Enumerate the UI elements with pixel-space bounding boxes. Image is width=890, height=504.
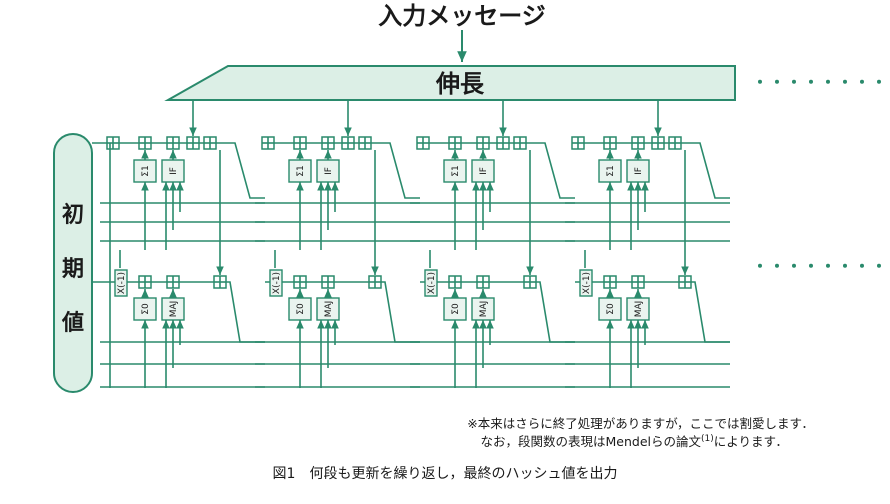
note-line-2: なお，段関数の表現はMendelらの論文(1)によります． (480, 434, 788, 449)
sigma0-box-label: Σ0 (451, 303, 461, 315)
input-message-label: 入力メッセージ (378, 2, 546, 30)
if-box-label: IF (169, 167, 179, 175)
round-2: Σ1 IF Σ0 MAJ X(-1) (255, 100, 420, 388)
sigma1-box-label: Σ1 (451, 165, 461, 176)
round-shift-bottom (375, 281, 420, 343)
x-neg1-box-label: X(-1) (117, 272, 127, 294)
sigma1-box-label: Σ1 (141, 165, 151, 176)
initial-value-connectors (92, 142, 110, 283)
continuation-dots-top: ・・・・・・・・・ (752, 73, 890, 92)
figure-caption: 図1 何段も更新を繰り返し，最終のハッシュ値を出力 (273, 466, 618, 482)
maj-box-label: MAJ (169, 301, 179, 318)
round-shift-top (220, 142, 265, 199)
initial-value-char-1: 初 (62, 202, 84, 228)
round-shift-bottom (530, 281, 575, 343)
round-shift-top (685, 142, 730, 199)
initial-value-char-3: 値 (61, 311, 84, 336)
maj-box-label: MAJ (634, 301, 644, 318)
round-3: Σ1 IF Σ0 MAJ X(-1) (410, 100, 575, 388)
x-neg1-box-label: X(-1) (427, 272, 437, 294)
x-neg1-box (579, 269, 593, 297)
sigma1-box-label: Σ1 (606, 165, 616, 176)
note-line-1: ※本来はさらに終了処理がありますが，ここでは割愛します． (467, 416, 814, 431)
x-neg1-box (424, 269, 438, 297)
sigma0-box-label: Σ0 (606, 303, 616, 315)
note-reference: (1) (701, 434, 714, 444)
round-shift-top (530, 142, 575, 199)
round-4: Σ1 IF Σ0 MAJ X(-1) (565, 100, 730, 388)
if-box-label: IF (324, 167, 334, 175)
if-box-label: IF (634, 167, 644, 175)
initial-value-box (53, 133, 93, 393)
round-1: Σ1 IF Σ0 MAJ X(-1) (100, 100, 265, 388)
note-line-2-suffix: によります． (714, 434, 788, 449)
expansion-banner (164, 65, 736, 101)
sigma0-box-label: Σ0 (141, 303, 151, 315)
round-shift-bottom (685, 281, 730, 343)
sigma0-box-label: Σ0 (296, 303, 306, 315)
x-neg1-box (269, 269, 283, 297)
note-line-2-prefix: なお，段関数の表現はMendelらの論文 (480, 434, 701, 449)
sigma1-box-label: Σ1 (296, 165, 306, 176)
x-neg1-box-label: X(-1) (582, 272, 592, 294)
round-stages: Σ1 IF Σ0 MAJ X(-1) Σ1 IF Σ0 MAJ X(-1) Σ1 IF Σ0 MAJ X(-… (100, 100, 730, 388)
initial-value-char-2: 期 (62, 257, 84, 282)
continuation-dots-bottom: ・・・・・・・・・ (752, 257, 890, 276)
x-neg1-box-label: X(-1) (272, 272, 282, 294)
expansion-label: 伸長 (435, 70, 485, 98)
if-box-label: IF (479, 167, 489, 175)
maj-box-label: MAJ (324, 301, 334, 318)
round-shift-bottom (220, 281, 265, 343)
x-neg1-box (114, 269, 128, 297)
maj-box-label: MAJ (479, 301, 489, 318)
round-shift-top (375, 142, 420, 199)
